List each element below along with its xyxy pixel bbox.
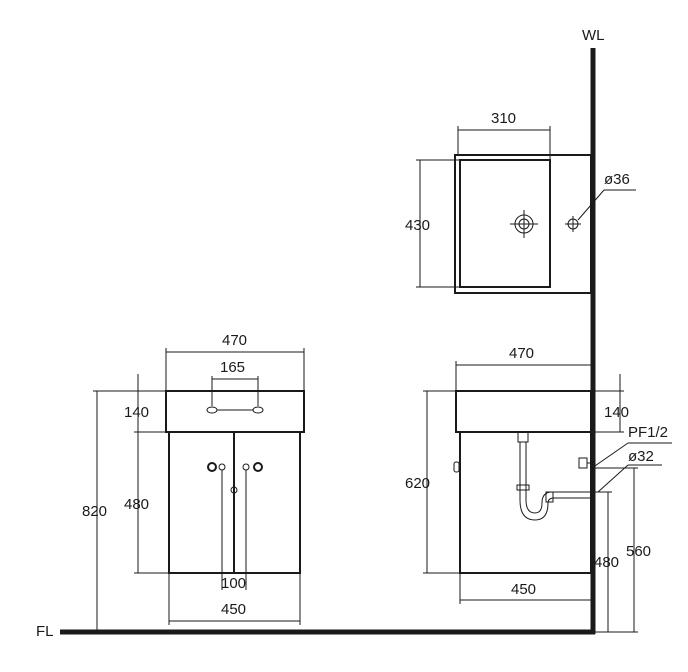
dim-side-cabinet-depth: 450 — [511, 581, 536, 598]
right-door-knob-icon — [253, 462, 263, 472]
right-door-mark — [242, 463, 250, 471]
dim-supply-height: 560 — [626, 543, 651, 560]
dim-tap-centers: 165 — [220, 359, 245, 376]
p-trap-icon — [516, 431, 590, 521]
dim-total-height: 820 — [82, 503, 107, 520]
trap-inlet — [517, 431, 529, 443]
trap-nut — [516, 484, 530, 491]
dim-waste-diameter: ø32 — [628, 448, 654, 465]
side-door-handle-icon — [453, 461, 460, 473]
front-tap-right-icon — [252, 406, 264, 414]
dim-side-basin-height: 140 — [604, 404, 629, 421]
side-view: 470 140 PF1/2 ø32 620 450 480 560 — [405, 345, 672, 633]
dim-waste-outlet-height: 480 — [594, 554, 619, 571]
basin-bowl-inner — [459, 159, 551, 288]
dim-basin-depth: 430 — [405, 217, 430, 234]
trap-bend-inner — [525, 499, 543, 514]
leader-waste — [597, 464, 629, 493]
side-basin-body — [455, 390, 592, 433]
basin-outline-outer — [454, 154, 592, 294]
dim-waste-centers: 100 — [221, 575, 246, 592]
front-view: 100 470 165 140 480 820 450 — [82, 332, 305, 632]
dim-side-overall-depth: 470 — [509, 345, 534, 362]
dim-tap-hole-diameter: ø36 — [604, 171, 630, 188]
left-door-knob-icon — [207, 462, 217, 472]
trap-bend-outer — [519, 499, 549, 521]
dim-front-overall-width: 470 — [222, 332, 247, 349]
front-basin-body — [165, 390, 305, 433]
top-view: 310 430 ø36 — [405, 110, 636, 294]
front-tap-left-icon — [206, 406, 218, 414]
dim-front-cabinet-height: 480 — [124, 496, 149, 513]
trap-outlet-bottom — [547, 497, 590, 504]
wall-line-label: WL — [582, 27, 605, 44]
front-waste-mark — [230, 486, 238, 494]
dim-front-basin-height: 140 — [124, 404, 149, 421]
supply-valve-icon — [578, 457, 588, 469]
dim-basin-width: 310 — [491, 110, 516, 127]
left-door-mark — [218, 463, 226, 471]
floor-line-label: FL — [36, 623, 54, 640]
dim-front-cabinet-width: 450 — [221, 601, 246, 618]
trap-outlet-nut — [545, 491, 554, 503]
leader-supply — [591, 442, 629, 469]
dim-supply-connection: PF1/2 — [628, 424, 668, 441]
leader-tap-hole — [577, 189, 605, 221]
dim-side-cabinet-height: 620 — [405, 475, 430, 492]
